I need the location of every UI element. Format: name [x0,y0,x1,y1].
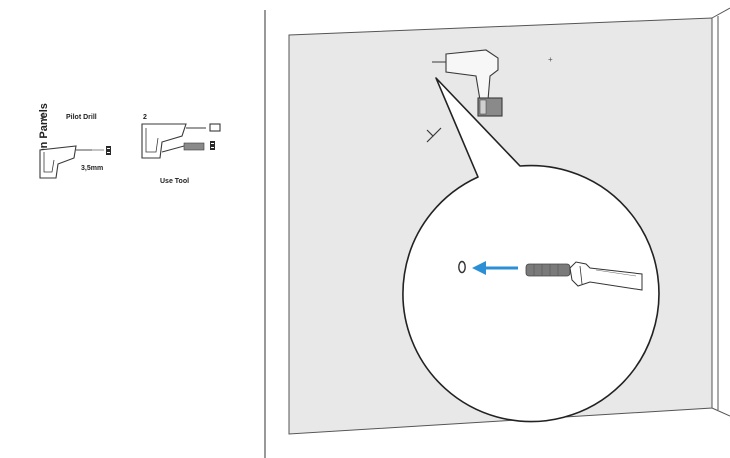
step-1-title: Pilot Drill [66,114,97,121]
arrow-left-icon [472,261,518,275]
step-1-number: 1 [40,114,44,121]
step-1-drill-icon [39,145,104,179]
insertion-tool-icon [525,261,643,291]
step-2-screw-icon [210,141,215,150]
step-1-detail: 3,5mm [81,165,104,172]
step-2-drill-icon [141,123,221,159]
wall-plug-icon [458,260,466,274]
cursor-mark-icon [426,127,442,143]
step-1-screw-icon [106,146,111,155]
wall-mark-icon: + [548,55,553,64]
step-2-insertion-tool-icon [161,142,205,153]
step-2-detail: Use Tool [160,178,190,185]
detail-callout [402,77,660,423]
drill-icon [432,49,503,117]
step-2-number: 2 [143,114,147,121]
